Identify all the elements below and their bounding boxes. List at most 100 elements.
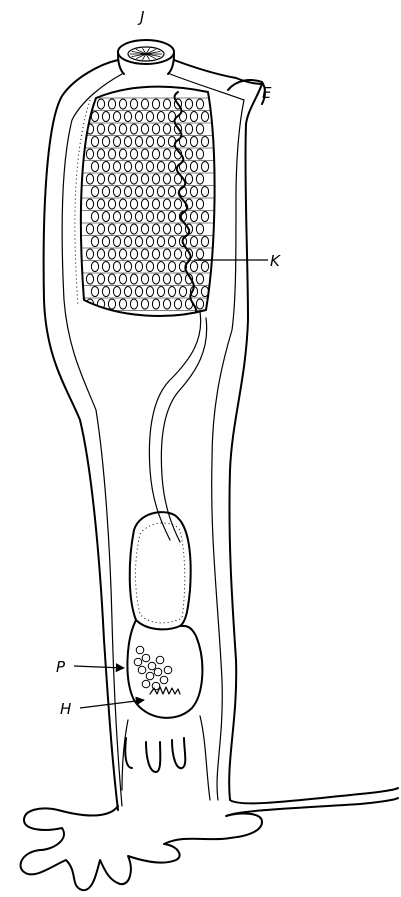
stigma — [190, 112, 197, 122]
stigma — [108, 299, 115, 309]
stigma — [130, 224, 137, 234]
stolon — [21, 798, 398, 890]
stigma — [196, 199, 203, 209]
stigma — [146, 112, 153, 122]
stigma — [190, 137, 197, 147]
stigma — [163, 99, 170, 109]
stigma — [108, 149, 115, 159]
stigma — [102, 237, 109, 247]
stigma — [113, 187, 120, 197]
stigma — [152, 124, 159, 134]
stigma — [157, 287, 164, 297]
stigma — [141, 149, 148, 159]
stigma — [102, 287, 109, 297]
stigma — [146, 212, 153, 222]
stalk-right — [200, 716, 210, 800]
stigma — [196, 149, 203, 159]
stigma — [113, 112, 120, 122]
stigma — [91, 212, 98, 222]
stigma — [201, 137, 208, 147]
stigma — [135, 187, 142, 197]
stigma — [201, 212, 208, 222]
stigma — [146, 137, 153, 147]
stigma — [163, 174, 170, 184]
stigma — [201, 162, 208, 172]
stigma — [130, 99, 137, 109]
stigma — [157, 137, 164, 147]
heart — [150, 687, 180, 694]
stigma — [97, 274, 104, 284]
stigma — [185, 99, 192, 109]
gonad-lobe — [138, 666, 146, 674]
stigma — [124, 162, 131, 172]
stigma — [196, 274, 203, 284]
gonad-lobe — [148, 662, 156, 670]
stigma — [141, 99, 148, 109]
stigma — [86, 274, 93, 284]
stigma — [168, 162, 175, 172]
stigma — [119, 274, 126, 284]
stigmata-grid — [80, 98, 216, 311]
stigma — [196, 224, 203, 234]
stigma — [157, 262, 164, 272]
stigma — [91, 237, 98, 247]
stigma — [174, 224, 181, 234]
stigma — [91, 262, 98, 272]
stigma — [152, 199, 159, 209]
label-h: H — [60, 700, 71, 718]
stigma — [152, 299, 159, 309]
stigma — [91, 287, 98, 297]
stigma — [86, 174, 93, 184]
stigma — [97, 224, 104, 234]
gonad-lobe — [136, 646, 144, 654]
stigma — [124, 287, 131, 297]
stigma — [97, 149, 104, 159]
stigma — [157, 162, 164, 172]
stigma — [97, 124, 104, 134]
stigma — [157, 237, 164, 247]
stigma — [185, 174, 192, 184]
stigma — [168, 237, 175, 247]
gonad — [134, 646, 172, 690]
stigma — [190, 237, 197, 247]
stigma — [146, 287, 153, 297]
stigma — [119, 149, 126, 159]
stigma — [119, 99, 126, 109]
stigma — [185, 149, 192, 159]
stigma — [196, 99, 203, 109]
stigma — [130, 174, 137, 184]
stigma — [168, 287, 175, 297]
stigma — [130, 274, 137, 284]
stigma — [108, 249, 115, 259]
leader-h — [80, 700, 144, 708]
stigma — [168, 212, 175, 222]
stigma — [108, 124, 115, 134]
outer-tunic — [44, 60, 398, 810]
stigma — [201, 262, 208, 272]
stigma — [97, 99, 104, 109]
stigma — [168, 187, 175, 197]
stigma — [135, 237, 142, 247]
stigma — [163, 149, 170, 159]
stigma — [102, 137, 109, 147]
label-p: P — [56, 658, 66, 676]
stigma — [124, 262, 131, 272]
stigma — [163, 299, 170, 309]
stigma — [168, 262, 175, 272]
intestine — [161, 318, 206, 542]
stigma — [179, 287, 186, 297]
stigma — [130, 199, 137, 209]
stigma — [119, 224, 126, 234]
gonad-lobe — [164, 666, 172, 674]
stigma — [163, 274, 170, 284]
stigma — [91, 137, 98, 147]
stigma — [174, 299, 181, 309]
gonad-lobe — [146, 672, 154, 680]
stigma — [157, 187, 164, 197]
stigma — [113, 212, 120, 222]
stigma — [174, 249, 181, 259]
stigma — [163, 124, 170, 134]
stigma — [196, 124, 203, 134]
gonad-lobe — [134, 658, 142, 666]
